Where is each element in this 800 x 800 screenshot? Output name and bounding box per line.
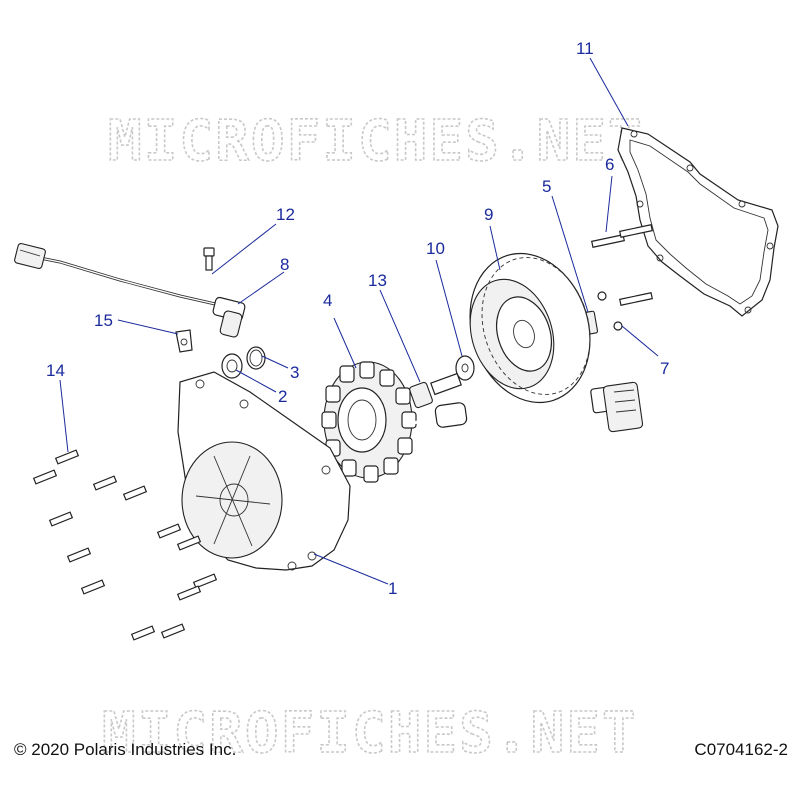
callout-2: 2 [278, 387, 287, 406]
callout-11: 11 [576, 39, 594, 58]
callout-5: 5 [542, 177, 551, 196]
callout-3: 3 [290, 363, 299, 382]
callout-10: 10 [426, 239, 445, 258]
callout-12: 12 [276, 205, 295, 224]
callout-9: 9 [484, 205, 493, 224]
flywheel [469, 252, 591, 404]
callout-13: 13 [368, 271, 387, 290]
wire-clip [175, 329, 193, 353]
oil-seal [221, 353, 243, 379]
gasket [617, 127, 779, 317]
stator-cover [177, 371, 351, 571]
callout-14: 14 [46, 361, 65, 380]
callout-6: 6 [605, 155, 614, 174]
gasket-bolts [591, 224, 653, 331]
stator-harness [409, 381, 644, 433]
callout-1: 1 [388, 579, 397, 598]
cover-bolts [32, 449, 218, 641]
speed-sensor [212, 296, 246, 338]
speed-sensor-wire [14, 242, 225, 308]
stator [321, 361, 417, 483]
callout-8: 8 [280, 255, 289, 274]
callout-15: 15 [94, 311, 113, 330]
drawing-id-text: C0704162-2 [694, 740, 788, 759]
sensor-screw [203, 247, 215, 271]
retaining-ring [246, 346, 266, 370]
flywheel-bolt [409, 372, 462, 409]
washer [455, 355, 475, 381]
copyright-text: © 2020 Polaris Industries Inc. [14, 740, 237, 759]
callout-7: 7 [660, 359, 669, 378]
leader-lines [59, 57, 659, 585]
callout-labels: 1 2 3 4 5 6 7 8 9 10 11 12 13 14 15 [46, 39, 669, 598]
callout-4: 4 [323, 291, 332, 310]
watermark-bottom: MICROFICHES.NET [102, 701, 638, 766]
watermark-top: MICROFICHES.NET [108, 109, 644, 174]
